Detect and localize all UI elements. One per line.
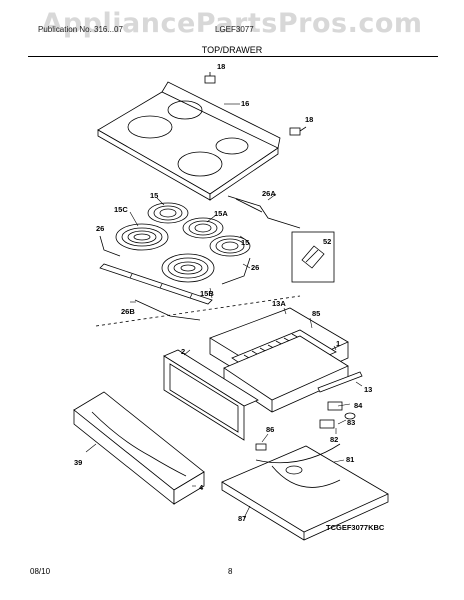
diagram-code: TCGEF3077KBC xyxy=(326,523,385,532)
part-label: 2 xyxy=(181,347,185,356)
part-label: 52 xyxy=(323,237,331,246)
part-label: 26 xyxy=(251,263,259,272)
part-label: 15 xyxy=(150,191,158,200)
drawer-body xyxy=(223,335,349,413)
part-label: 15C xyxy=(114,205,128,214)
part-label: 26A xyxy=(262,189,276,198)
part-label: 16 xyxy=(241,99,249,108)
footer-page-number: 8 xyxy=(228,567,233,576)
part-label: 86 xyxy=(266,425,274,434)
drawer-heater xyxy=(271,465,341,488)
part-label: 15A xyxy=(214,209,228,218)
element-bracket-left xyxy=(99,235,121,257)
drawer-front xyxy=(73,391,205,505)
element-15a xyxy=(182,217,224,239)
section-divider xyxy=(95,295,301,327)
element-15-top xyxy=(147,202,189,224)
part-label: 81 xyxy=(346,455,354,464)
drawer-slide xyxy=(317,371,363,393)
watermark: AppliancePartsPros.com xyxy=(41,8,423,39)
part-label: 39 xyxy=(74,458,82,467)
cooktop-glass xyxy=(97,81,281,201)
clip-86 xyxy=(255,443,267,451)
part-label: 18 xyxy=(217,62,225,71)
part-label: 84 xyxy=(354,401,363,410)
leader-lines xyxy=(85,103,363,519)
inset-box-52 xyxy=(291,231,335,283)
part-label: 87 xyxy=(238,514,246,523)
front-trim-strip xyxy=(99,263,213,305)
part-label: 85 xyxy=(312,309,320,318)
part-label: 13A xyxy=(272,299,286,308)
header: AppliancePartsPros.com Publication No. 3… xyxy=(0,8,464,39)
part-labels: 18 16 18 26A 15 15C 15A 26 52 15 26 15B … xyxy=(74,62,372,523)
section-title: TOP/DRAWER xyxy=(201,45,263,55)
drawer-liner-panel xyxy=(163,349,259,441)
part-label: 82 xyxy=(330,435,338,444)
wire-harness xyxy=(227,195,301,229)
footer-date: 08/10 xyxy=(30,567,51,576)
part-label: 15 xyxy=(241,238,249,247)
part-label: 15B xyxy=(200,289,214,298)
model-number: LGEF3077 xyxy=(215,25,254,34)
part-label: 26B xyxy=(121,307,135,316)
hinge-clip-left xyxy=(204,72,216,84)
part-label: 18 xyxy=(305,115,313,124)
part-label: 26 xyxy=(96,224,104,233)
part-label: 4 xyxy=(199,483,204,492)
element-bracket-right xyxy=(221,257,251,285)
wire-strip xyxy=(134,299,201,321)
drawer-switch xyxy=(319,401,356,429)
element-15b xyxy=(161,253,215,283)
drawer-bottom xyxy=(221,443,389,541)
publication-number: Publication No. 316...07 xyxy=(38,25,123,34)
element-15-right xyxy=(209,235,251,257)
part-label: 13 xyxy=(364,385,372,394)
element-15c xyxy=(115,223,169,251)
part-label: 1 xyxy=(336,339,340,348)
section-rule xyxy=(28,56,438,57)
hinge-clip-right xyxy=(289,126,307,136)
part-label: 83 xyxy=(347,418,355,427)
